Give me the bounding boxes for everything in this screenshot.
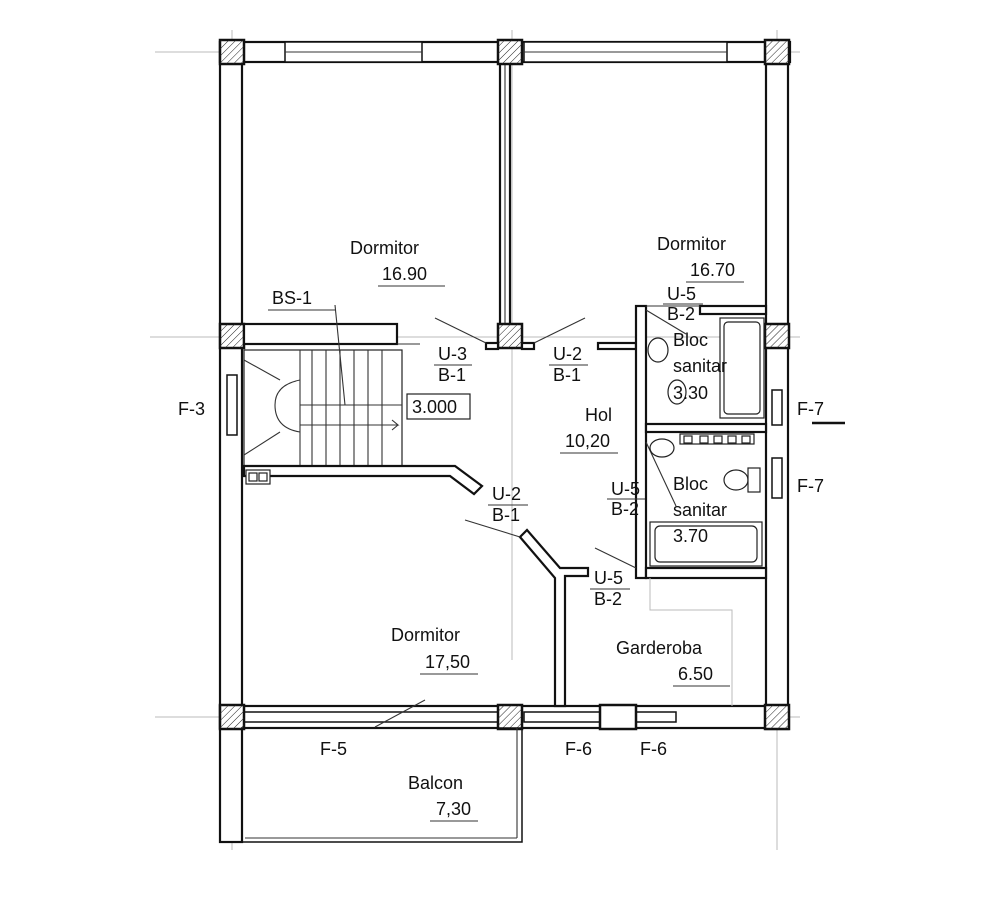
- window-labels: F-3 F-7 F-7 F-5 F-6 F-6: [178, 399, 845, 759]
- door-code-3: U-2: [492, 484, 521, 504]
- door-code-4: U-5: [667, 284, 696, 304]
- staircase: [242, 304, 484, 496]
- window-label-f6-left: F-6: [565, 739, 592, 759]
- room-area-hol: 10,20: [565, 431, 610, 451]
- stair-level: 3.000: [412, 397, 457, 417]
- door-spec-4: B-2: [667, 304, 695, 324]
- door-spec-6: B-2: [594, 589, 622, 609]
- door-spec-3: B-1: [492, 505, 520, 525]
- stair-code: BS-1: [272, 288, 312, 308]
- room-area-bloc-sanitar-2: 3.70: [673, 526, 708, 546]
- room-area-bloc-sanitar-1: 3.30: [673, 383, 708, 403]
- room-name-bloc-sanitar-2: Bloc: [673, 474, 708, 494]
- window-label-f7-lower: F-7: [797, 476, 824, 496]
- room-area-dormitor-sw: 17,50: [425, 652, 470, 672]
- door-code-6: U-5: [594, 568, 623, 588]
- door-spec-1: B-1: [438, 365, 466, 385]
- room-name-bloc-sanitar-1: Bloc: [673, 330, 708, 350]
- window-label-f7-upper: F-7: [797, 399, 824, 419]
- door-spec-5: B-2: [611, 499, 639, 519]
- room-area-dormitor-nw: 16.90: [382, 264, 427, 284]
- bathroom-fixtures: [647, 317, 765, 567]
- door-code-5: U-5: [611, 479, 640, 499]
- door-labels: U-3 B-1 U-2 B-1 U-2 B-1 U-5 B-2 U-5 B-2 …: [434, 284, 703, 609]
- room-name-balcon: Balcon: [408, 773, 463, 793]
- door-spec-2: B-1: [553, 365, 581, 385]
- room-name-hol: Hol: [585, 405, 612, 425]
- stair-labels: BS-1 3.000: [268, 288, 471, 420]
- window-label-f3: F-3: [178, 399, 205, 419]
- room-area-balcon: 7,30: [436, 799, 471, 819]
- room-name-bloc-sanitar-1-line2: sanitar: [673, 356, 727, 376]
- structural-columns: [218, 38, 791, 731]
- room-name-dormitor-nw: Dormitor: [350, 238, 419, 258]
- room-labels: Dormitor 16.90 Dormitor 16.70 Dormitor 1…: [350, 234, 744, 822]
- room-name-dormitor-sw: Dormitor: [391, 625, 460, 645]
- room-name-bloc-sanitar-2-line2: sanitar: [673, 500, 727, 520]
- window-label-f6-right: F-6: [640, 739, 667, 759]
- door-code-1: U-3: [438, 344, 467, 364]
- interior-partitions: [241, 304, 768, 843]
- side-windows: [226, 374, 783, 499]
- door-code-2: U-2: [553, 344, 582, 364]
- window-label-f5: F-5: [320, 739, 347, 759]
- room-area-dormitor-ne: 16.70: [690, 260, 735, 280]
- room-name-dormitor-ne: Dormitor: [657, 234, 726, 254]
- room-name-garderoba: Garderoba: [616, 638, 703, 658]
- room-area-garderoba: 6.50: [678, 664, 713, 684]
